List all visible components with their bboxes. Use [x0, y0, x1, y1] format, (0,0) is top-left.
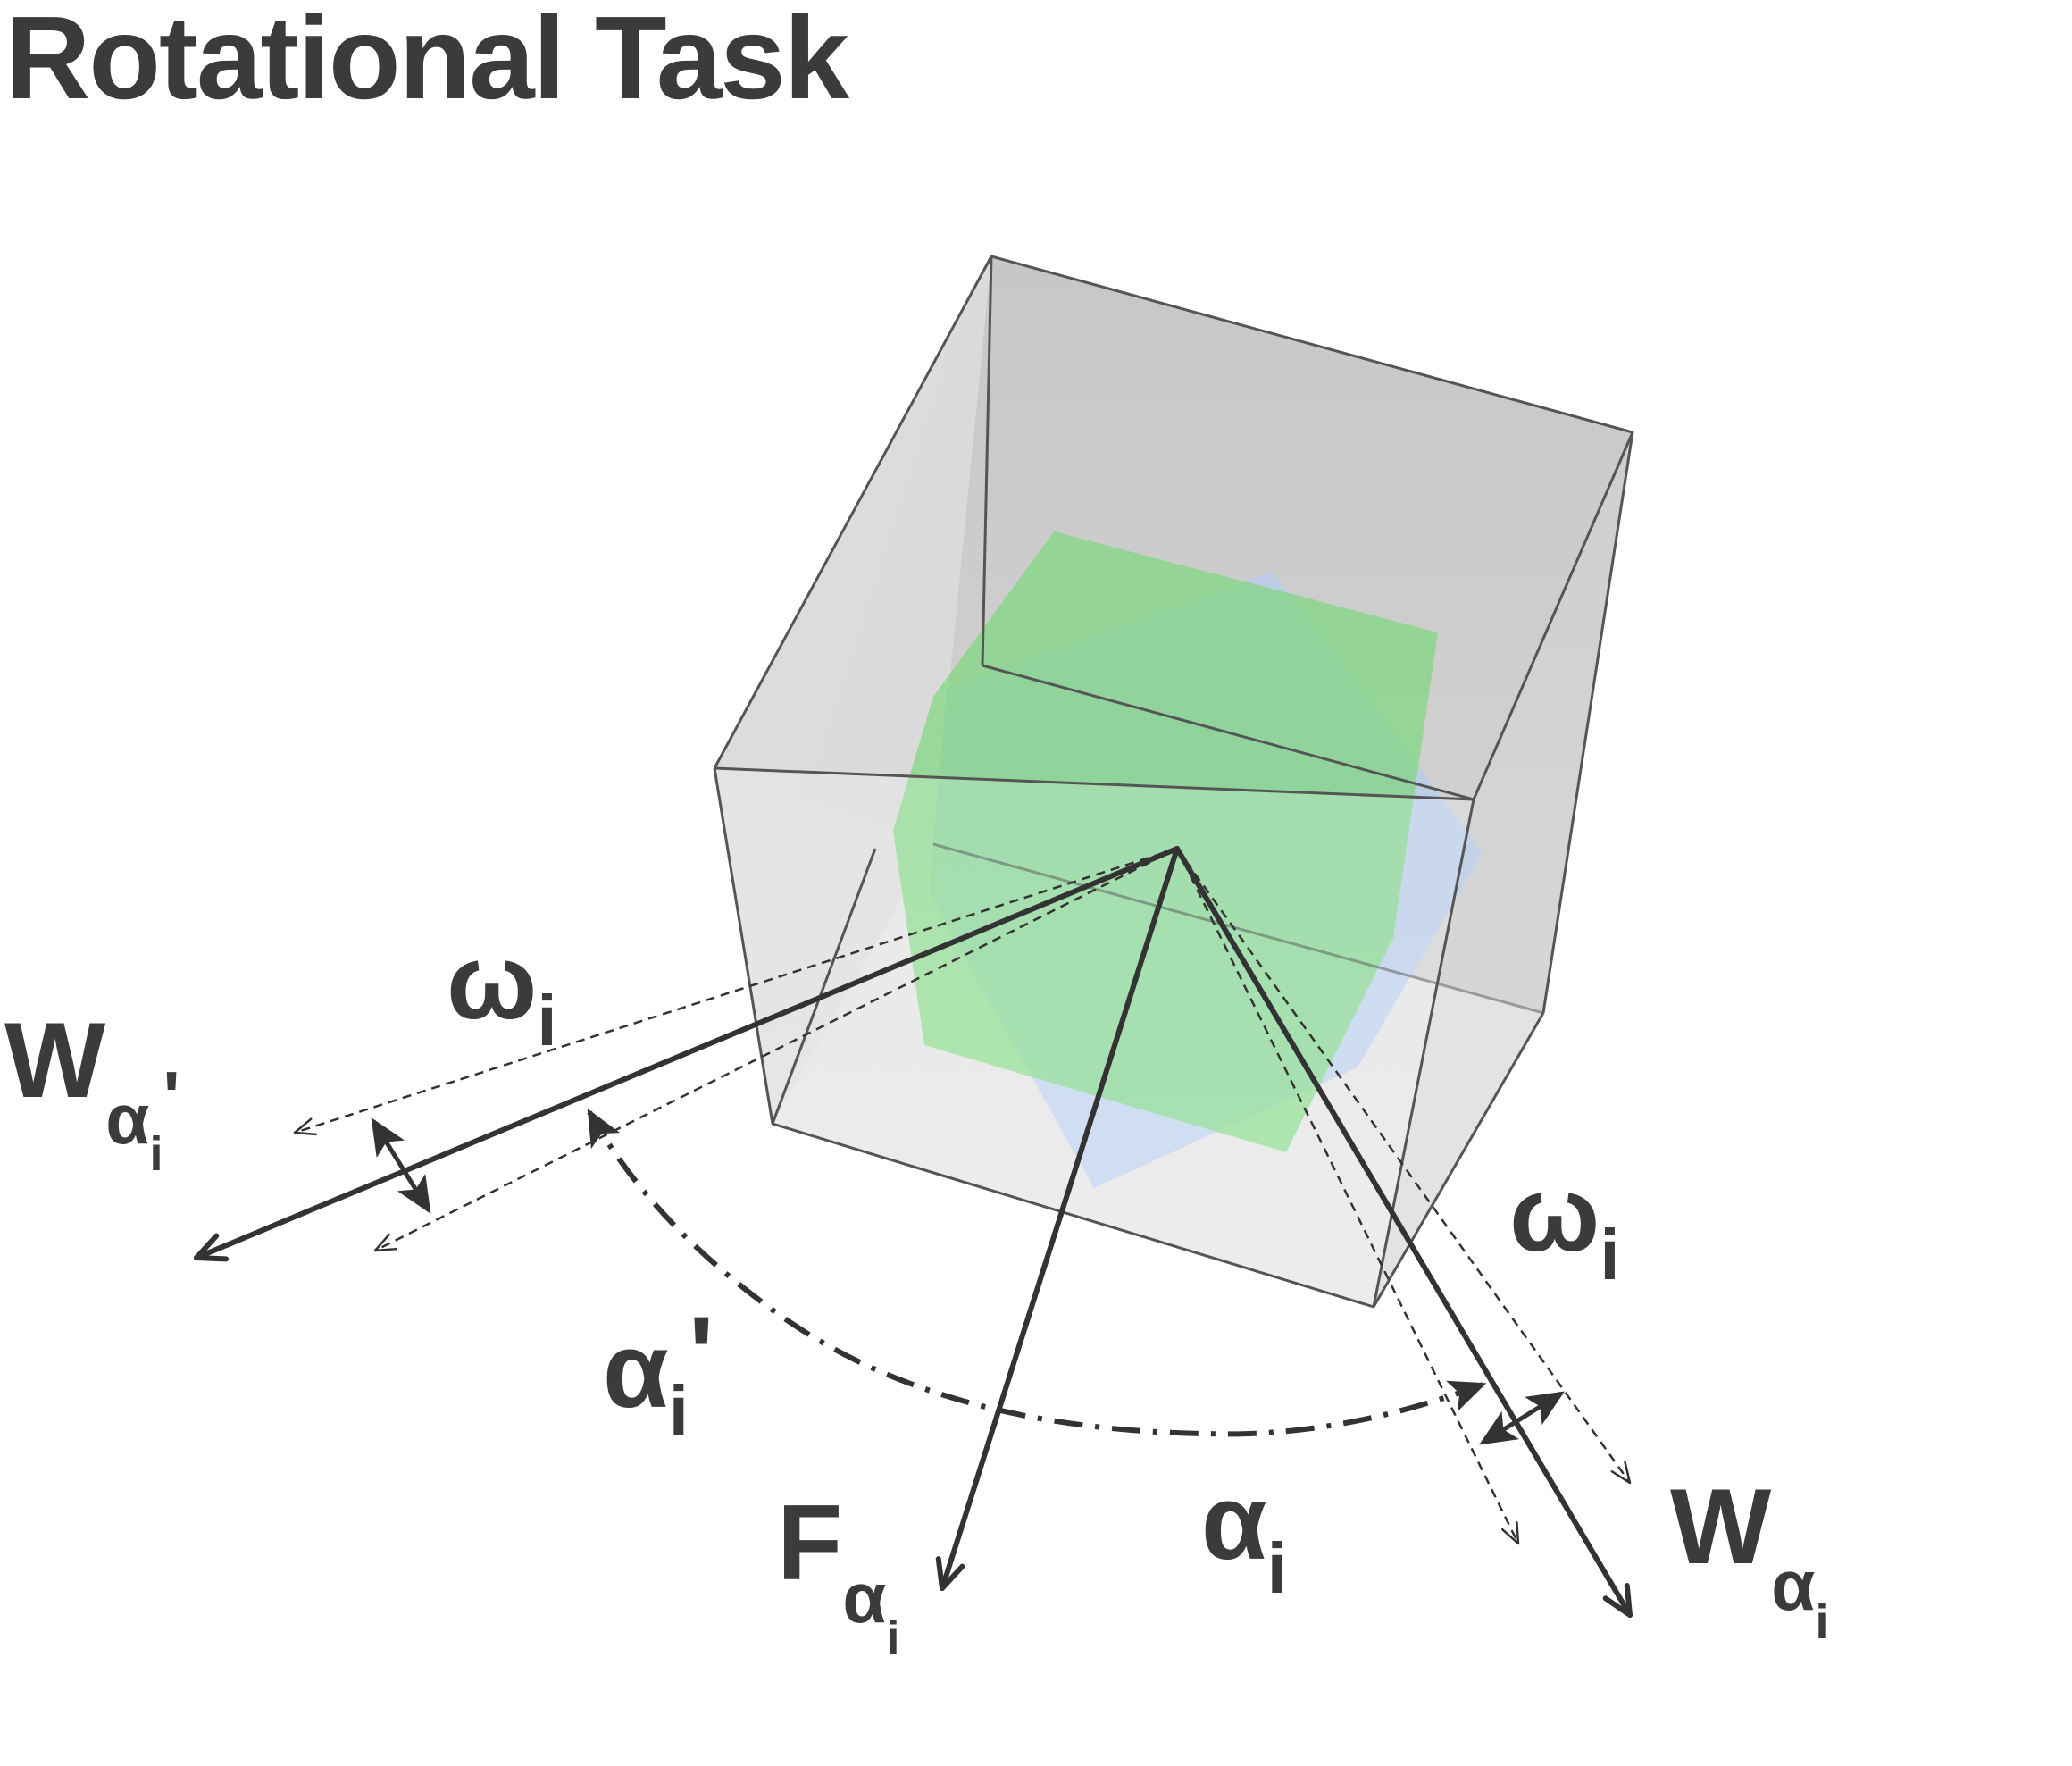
cube-front-face	[714, 768, 1474, 1307]
omega-left-width-arrow	[371, 1117, 431, 1214]
alpha-prime-arc	[587, 1108, 1487, 1437]
omega-left-bounds	[293, 847, 1178, 1252]
alpha-prime-label: αi'	[603, 1294, 714, 1451]
w-alpha-prime-vector	[194, 846, 1180, 1262]
page-title: Rotational Task	[5, 0, 849, 123]
alpha-label: αi	[1201, 1462, 1287, 1608]
omega-right-right-dashed	[1175, 848, 1632, 1485]
cube-top-front-face	[714, 256, 1633, 799]
omega-right-label: ωi	[1509, 1154, 1620, 1294]
w-alpha-label: Wαi	[1670, 1467, 1828, 1649]
cube-front	[713, 255, 1634, 1309]
omega-left-label: ωi	[447, 922, 557, 1060]
omega-left-upper-dashed	[293, 847, 1178, 1136]
f-alpha-label: Fαi	[777, 1483, 900, 1665]
w-alpha-prime-label: Wαi'	[4, 1000, 180, 1181]
omega-right-width-arrow	[1479, 1391, 1565, 1445]
cube-right-face	[1374, 432, 1633, 1307]
omega-left-lower-dashed	[373, 847, 1178, 1252]
